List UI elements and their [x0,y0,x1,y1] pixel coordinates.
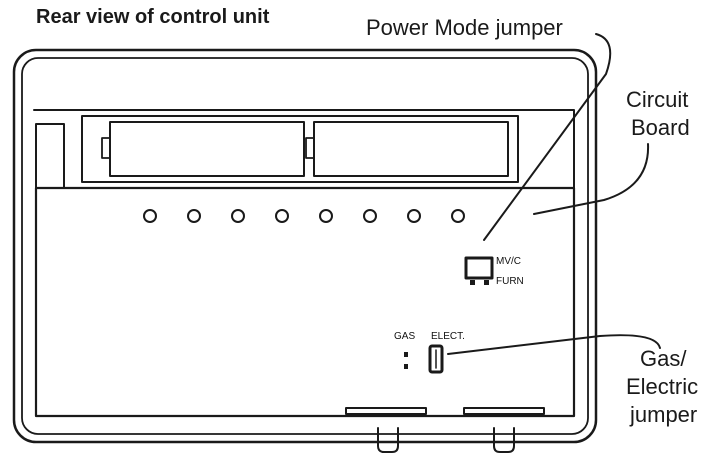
led-hole-4 [275,209,289,223]
marking-mvc: MV/C [496,256,521,267]
leader-circuit-board [533,143,650,215]
mount-post-right [493,427,515,453]
led-hole-2 [187,209,201,223]
label-gas-electric-line2: Electric [626,374,699,399]
power-mode-jumper-pin-2 [484,280,489,285]
battery-left [109,121,305,177]
diagram-title: Rear view of control unit [36,6,270,28]
battery-left-terminal [101,137,111,159]
gas-pin-top [404,352,408,357]
leader-power-mode [483,33,612,241]
led-hole-7 [407,209,421,223]
gas-electric-jumper [428,344,444,374]
circuit-board [34,186,576,418]
power-mode-jumper [464,256,494,280]
battery-right [313,121,509,177]
led-hole-3 [231,209,245,223]
led-hole-8 [451,209,465,223]
marking-elect: ELECT. [431,331,465,342]
battery-right-terminal [305,137,315,159]
label-gas-electric-line1: Gas/ [640,346,687,371]
label-circuit-line2: Board [631,115,690,140]
leader-gas-electric [447,334,661,355]
marking-gas: GAS [394,331,416,342]
power-mode-jumper-pin-1 [470,280,475,285]
marking-furn: FURN [496,276,524,287]
led-hole-5 [319,209,333,223]
housing-inner [21,57,589,435]
gas-pin-bottom [404,364,408,369]
label-circuit-line1: Circuit [626,87,689,112]
battery-tray [81,115,519,183]
led-hole-1 [143,209,157,223]
label-power-mode-jumper: Power Mode jumper [366,15,563,40]
mount-clip-left [345,407,427,415]
led-hole-6 [363,209,377,223]
label-gas-electric-line3: jumper [630,402,698,427]
mount-post-left [377,427,399,453]
housing-outer [12,48,598,444]
mount-clip-right [463,407,545,415]
